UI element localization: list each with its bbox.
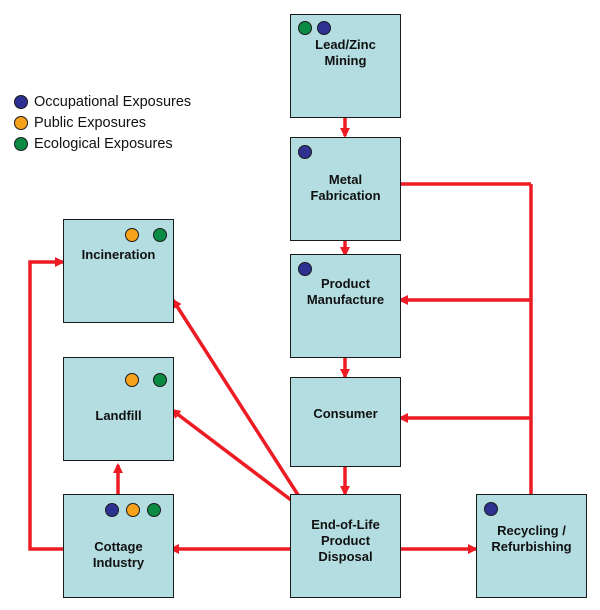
node-label: Consumer <box>313 406 378 421</box>
occupational-exposure-icon <box>105 503 119 517</box>
ecological-exposure-icon <box>153 373 167 387</box>
public-exposure-icon <box>125 373 139 387</box>
ecological-exposure-icon <box>14 137 28 151</box>
node-label: Incineration <box>81 247 156 262</box>
arrow-eol-to-incineration <box>171 298 302 499</box>
arrow-eol-to-landfill <box>170 408 297 505</box>
legend-label: Public Exposures <box>34 115 147 131</box>
ecological-exposure-icon <box>153 228 167 242</box>
node-label: Landfill <box>95 408 142 423</box>
occupational-exposure-icon <box>14 95 28 109</box>
legend-label: Ecological Exposures <box>34 136 173 152</box>
node-landfill: Landfill <box>63 357 174 461</box>
node-consumer: Consumer <box>290 377 401 467</box>
public-exposure-icon <box>126 503 140 517</box>
legend-label: Occupational Exposures <box>34 94 192 110</box>
public-exposure-icon <box>125 228 139 242</box>
arrow-cottage-to-incineration <box>28 257 65 551</box>
occupational-exposure-icon <box>317 21 331 35</box>
node-recycling-refurbishing: Recycling /Refurbishing <box>476 494 587 598</box>
occupational-exposure-icon <box>298 145 312 159</box>
public-exposure-icon <box>14 116 28 130</box>
ecological-exposure-icon <box>298 21 312 35</box>
occupational-exposure-icon <box>484 502 498 516</box>
node-incineration: Incineration <box>63 219 174 323</box>
occupational-exposure-icon <box>298 262 312 276</box>
ecological-exposure-icon <box>147 503 161 517</box>
node-label: Recycling /Refurbishing <box>491 523 572 554</box>
